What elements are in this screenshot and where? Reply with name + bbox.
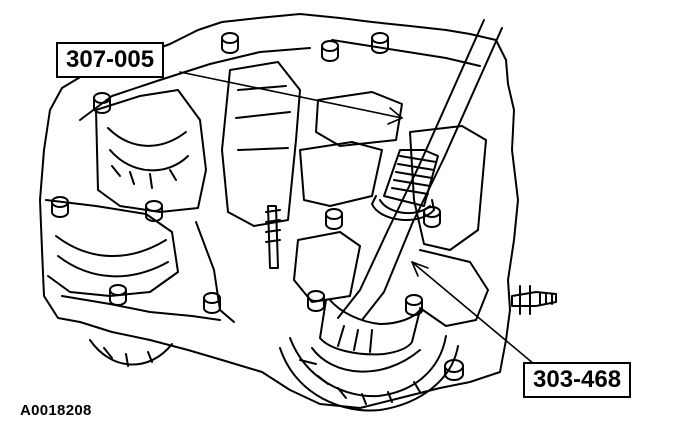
bolt-heads [51, 32, 464, 381]
cylinder-block-outline [39, 13, 519, 409]
main-bearing-cap [89, 335, 459, 412]
leader-lines [179, 71, 535, 365]
left-stud [265, 205, 281, 269]
side-stud [511, 285, 557, 315]
tool-callout-307-005: 307-005 [56, 42, 165, 78]
threaded-adapter-307-005 [371, 149, 439, 221]
bulkhead-webs [45, 61, 489, 327]
tool-shaft-303-468 [319, 19, 503, 356]
tool-callout-303-468: 303-468 [523, 362, 632, 398]
figure-reference-id: A0018208 [20, 402, 92, 419]
